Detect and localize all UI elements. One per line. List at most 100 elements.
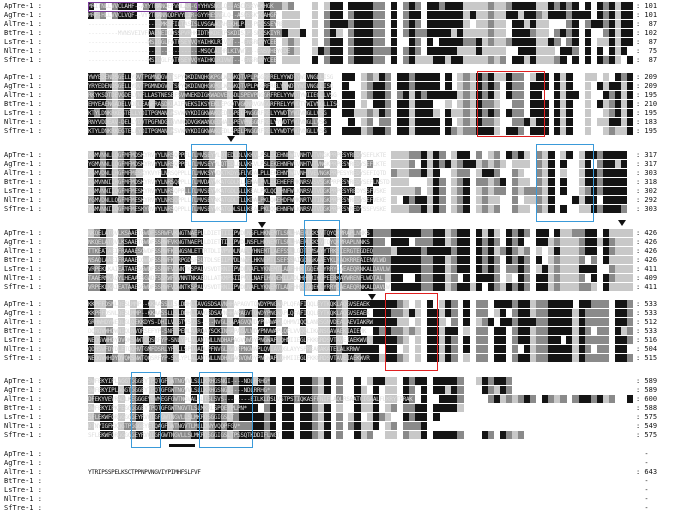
residue-count: : 317: [636, 151, 658, 159]
glycosylation-site-marker: [618, 220, 626, 226]
sequence-name: BtTre-1 :: [4, 327, 42, 335]
sequence-name: LsTre-1 :: [4, 486, 42, 494]
alignment-row: AgTre-1 :YGMVNNLLQGFMFMDSKYRVYYLNRSQPPFL…: [0, 160, 700, 169]
alignment-row: BtTre-1 : GWFEKYIPKFEGGGGGEYTPQTGFGWTNGVT…: [0, 404, 700, 413]
sequence-shading: [88, 11, 634, 19]
sequence-name: ApTre-1 :: [4, 229, 42, 237]
sequence-shading: [88, 187, 633, 195]
alignment-row: AlTre-1 :YGMVDNLLHGFMFMESKYKVYFLNRSQPPLL…: [0, 169, 700, 178]
sequence-name: AlTre-1 :: [4, 169, 42, 177]
sequence-residues: KTYLDNKRKEGTELLYDITPGMANGKSVWNYKDIGKWAKQ…: [88, 128, 327, 135]
residue-count: : 102: [636, 29, 658, 37]
sequence-shading: [88, 229, 634, 237]
sequence-shading: [88, 256, 634, 264]
alignment-row: ApTre-1 : -: [0, 450, 700, 459]
residue-count: : 209: [636, 73, 658, 81]
residue-count: : 303: [636, 205, 658, 213]
sequence-name: LsTre-1 :: [4, 38, 42, 46]
alignment-row: SfTre-1 :------------------MSIGGLFATFSEY…: [0, 56, 700, 65]
sequence-residues: NKQELATQVLKSAAETGWDFSSRWFVKNGTNAEPLLDIET…: [88, 230, 370, 237]
residue-count: : 292: [636, 196, 658, 204]
residue-count: : 317: [636, 160, 658, 168]
residue-count: : 516: [636, 336, 658, 344]
sequence-shading: [88, 336, 634, 344]
alignment-row: LsTre-1 : -: [0, 486, 700, 495]
sequence-residues: VRPEKLKAIEATAAESGWDFSSRWFVDNNTKSPALVSVDT…: [88, 266, 390, 273]
residue-count: : 87: [636, 56, 658, 64]
sequence-residues: YGMVNNIIQGFMFMESKYRVYYLNRSQPPLLTLMVSEYVK…: [88, 188, 387, 195]
alignment-row: NlTre-1 :-------------------------------…: [0, 47, 700, 56]
sequence-shading: [88, 118, 634, 126]
alignment-row: SfTre-1 :NEQGVWHDYDVQKSNWTQQSRFYP-SNLYPL…: [0, 354, 700, 363]
sequence-name: BtTre-1 :: [4, 178, 42, 186]
sequence-residues: YGMVNNLLQGFMFMDSKYRVYYLNRSQPPFLTLMVSEYYL…: [88, 161, 387, 168]
sequence-residues: YWYEDENDSGELLYDVTPGMNDGVGTSPYQKDINQHGKPG…: [88, 74, 334, 81]
sequence-name: NlTre-1 :: [4, 345, 42, 353]
residue-count: : 426: [636, 238, 658, 246]
sequence-shading: [88, 38, 634, 46]
sequence-name: LsTre-1 :: [4, 187, 42, 195]
residue-count: : 195: [636, 91, 658, 99]
glycosylation-site-marker: [258, 222, 266, 228]
sequence-name: AlTre-1 :: [4, 247, 42, 255]
residue-count: : 643: [636, 468, 658, 476]
alignment-row: SfTre-1 :YGMVNNIIQGFMFMESKYRVYYLNRSQPPLL…: [0, 205, 700, 214]
sequence-name: LsTre-1 :: [4, 336, 42, 344]
residue-count: : 426: [636, 229, 658, 237]
sequence-residues: QDHSWFDYDLETQQHVTGMFDSRLYPRLLSPIQADLPFNV…: [88, 346, 360, 353]
motif-box-6: [131, 372, 161, 448]
sequence-name: SfTre-1 :: [4, 127, 42, 135]
sequence-name: SfTre-1 :: [4, 354, 42, 362]
sequence-name: SfTre-1 :: [4, 205, 42, 213]
sequence-shading: [88, 422, 633, 430]
alignment-row: ApTre-1 :YWYEDENDSGELLYDVTPGMNDGVGTSPYQK…: [0, 73, 700, 82]
residue-count: : 87: [636, 38, 658, 46]
motif-box-7: [199, 372, 253, 448]
sequence-residues: ----------------------------------MSQCAI…: [88, 48, 291, 55]
sequence-residues: NSAQLAAEIFRAAAECGWDFSSRWFKTRPGDSFSLTDLSE…: [88, 257, 387, 264]
sequence-residues: SFLEKWFQRGGGGGEYRVQIGFGWTNGVLLSLMKRQSGGI…: [88, 432, 281, 439]
sequence-residues: ----------------------MKSFILTASISLVSGAAQ…: [88, 21, 284, 28]
sequence-name: ApTre-1 :: [4, 450, 42, 458]
sequence-shading: [88, 377, 633, 385]
sequence-name: BtTre-1 :: [4, 404, 42, 412]
residue-count: -: [636, 477, 649, 485]
sequence-shading: [88, 196, 633, 204]
sequence-residues: TAAERMKAQYLHEAAESGWDFSSRWFVVNNTNKAEDLLAT…: [88, 275, 383, 282]
residue-count: : 533: [636, 327, 658, 335]
sequence-name: NlTre-1 :: [4, 495, 42, 503]
motif-box-5: [385, 293, 438, 371]
sequence-shading: [88, 247, 634, 255]
sequence-shading: [88, 2, 634, 10]
sequence-residues: ------------------MSIGGLFATFSEYVQYAIHKLR…: [88, 39, 277, 46]
alignment-row: ApTre-1 :KKPFFDSNLQESLMMP--KKAASSLLSLDHH…: [0, 300, 700, 309]
sequence-name: BtTre-1 :: [4, 100, 42, 108]
sequence-name: AgTre-1 :: [4, 309, 42, 317]
sequence-shading: [88, 73, 634, 81]
sequence-name: SfTre-1 :: [4, 56, 42, 64]
sequence-residues: KKPFFDSNLQESLMMP--KKAASSLLSLDHHLTAVGSDSA…: [88, 310, 370, 317]
sequence-residues: GWFEKYIPKFEGGGGGEYTPQTGFGWTNGVTLSLMKRLSP…: [88, 405, 247, 412]
residue-count: : 195: [636, 109, 658, 117]
residue-count: : 512: [636, 318, 658, 326]
sequence-shading: [88, 404, 633, 412]
residue-count: : 588: [636, 404, 658, 412]
alignment-row: NlTre-1 :DTNYIGFKKQGTPGGGEYETQAGFGWTNGVT…: [0, 422, 700, 431]
motif-box-3: [536, 144, 594, 222]
alignment-row: LsTre-1 :KTYLDNKRKEGTELLYDITPGMANGKSVWNY…: [0, 109, 700, 118]
alignment-row: AgTre-1 : KKPFFDSNLQESLMMP--KKAASSLLSLDHH…: [0, 309, 700, 318]
residue-count: : 101: [636, 2, 658, 10]
sequence-name: ApTre-1 :: [4, 300, 42, 308]
residue-count: : 426: [636, 247, 658, 255]
alignment-row: SfTre-1 : KTYLDNKRKEGTELLYDITPGMANGKSVWNY…: [0, 127, 700, 136]
sequence-shading: [88, 56, 634, 64]
residue-count: : 210: [636, 100, 658, 108]
residue-count: : 504: [636, 345, 658, 353]
residue-count: : 409: [636, 274, 658, 282]
alignment-row: AgTre-1 :NKQELATQVLKSAAETGWDFSSRWFVKNGTN…: [0, 238, 700, 247]
residue-count: : 303: [636, 169, 658, 177]
sequence-name: SfTre-1 :: [4, 283, 42, 291]
sequence-name: LsTre-1 :: [4, 413, 42, 421]
sequence-shading: [88, 127, 634, 135]
sequence-residues: TTKEATAEIFRAAAESGWDFSSRWFKENGSNLETTRTDLI…: [88, 248, 373, 255]
